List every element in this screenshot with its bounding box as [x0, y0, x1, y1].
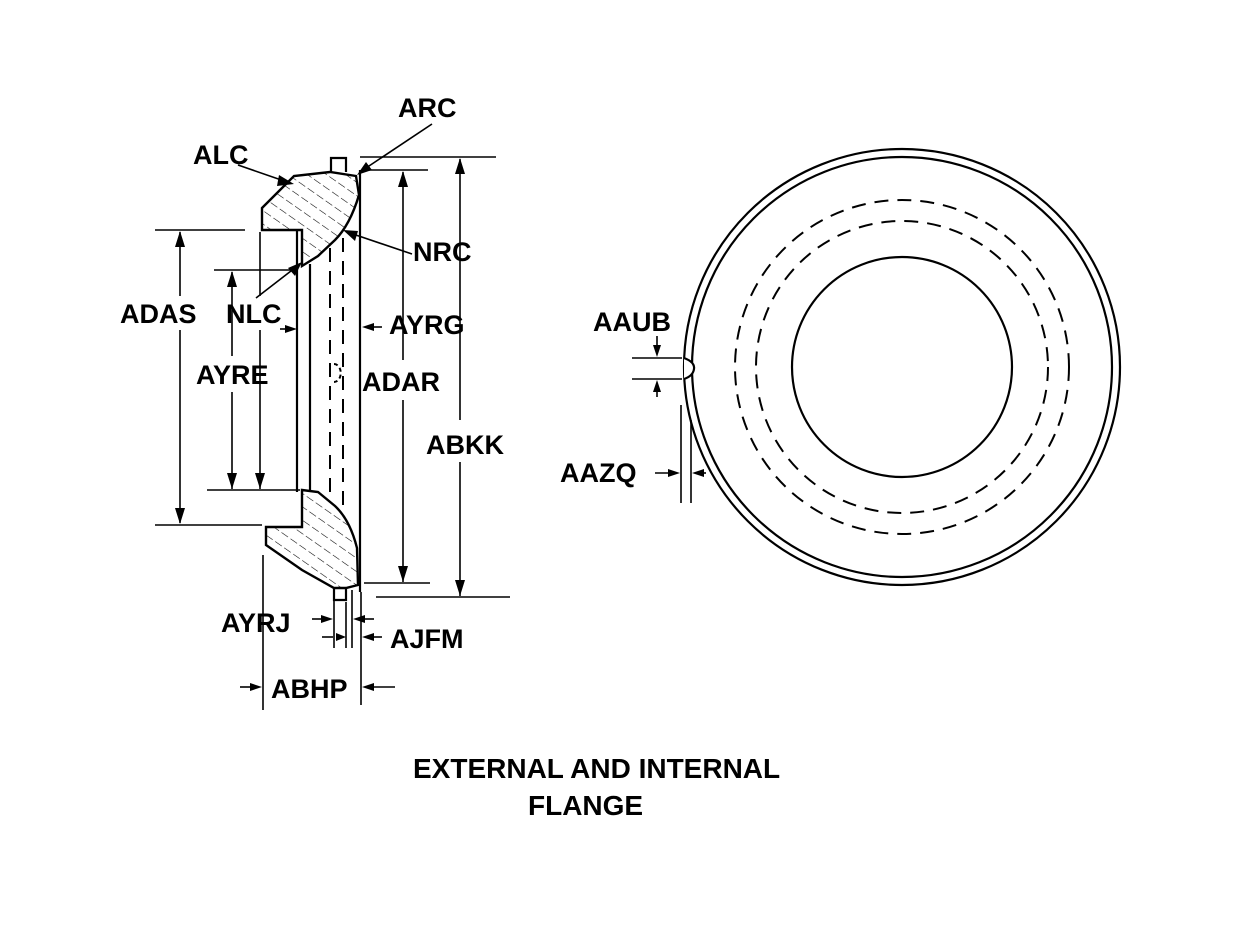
label-ayrg: AYRG — [389, 310, 465, 340]
label-ayrj: AYRJ — [221, 608, 291, 638]
bore-circle — [790, 255, 1014, 479]
hidden-notch — [333, 363, 342, 383]
caption-line-1: EXTERNAL AND INTERNAL — [413, 753, 780, 784]
label-ayre: AYRE — [196, 360, 269, 390]
label-adas: ADAS — [120, 299, 197, 329]
bottom-tab — [332, 588, 348, 602]
outer-circle — [682, 147, 1122, 587]
label-aazq: AAZQ — [560, 458, 637, 488]
side-section-view: ARC ALC NRC ADAS NLC AYRG AYRE ADAR ABKK… — [120, 93, 510, 710]
label-abkk: ABKK — [426, 430, 504, 460]
label-ajfm: AJFM — [390, 624, 464, 654]
label-nlc: NLC — [226, 299, 282, 329]
hidden-circle-outer — [734, 199, 1070, 535]
upper-flange-section — [260, 170, 361, 269]
label-abhp: ABHP — [271, 674, 348, 704]
lower-flange-section — [264, 488, 360, 590]
label-alc: ALC — [193, 140, 249, 170]
hidden-circle-inner — [755, 220, 1049, 514]
label-adar: ADAR — [362, 367, 440, 397]
label-arc: ARC — [398, 93, 457, 123]
notch — [683, 356, 696, 381]
top-tab — [329, 156, 348, 172]
label-aaub: AAUB — [593, 307, 671, 337]
label-nrc: NRC — [413, 237, 472, 267]
caption-line-2: FLANGE — [528, 790, 643, 821]
front-view: AAUB AAZQ — [560, 147, 1122, 587]
